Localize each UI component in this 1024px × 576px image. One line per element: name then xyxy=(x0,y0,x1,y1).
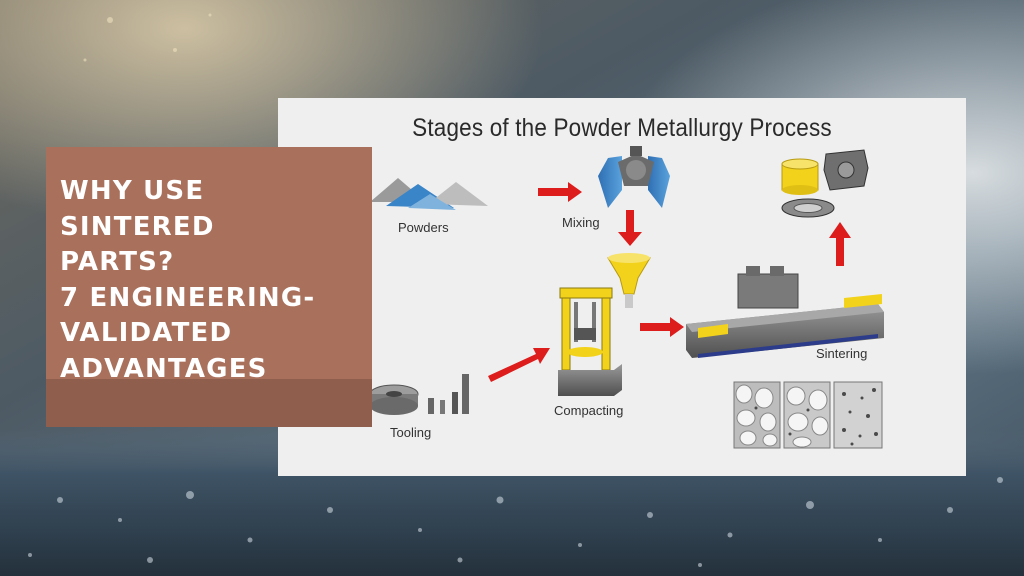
diagram-graphics xyxy=(369,146,884,449)
headline-line: 7 ENGINEERING- xyxy=(60,282,316,313)
funnel-icon xyxy=(607,253,651,308)
headline-panel: WHY USE SINTERED PARTS? 7 ENGINEERING- V… xyxy=(46,147,372,427)
arrow-mixing-down xyxy=(618,210,642,246)
microstructure-images xyxy=(733,381,883,449)
tooling-icon xyxy=(369,374,469,415)
headline-line: VALIDATED xyxy=(60,318,233,348)
diagram-title: Stages of the Powder Metallurgy Process xyxy=(412,114,832,142)
headline-line: WHY USE xyxy=(60,176,205,206)
label-powders: Powders xyxy=(398,220,449,235)
flow-arrows xyxy=(488,182,851,382)
arrow-sintering-up xyxy=(829,222,851,266)
label-sintering: Sintering xyxy=(816,346,868,361)
mixing-icon xyxy=(598,146,670,208)
compacting-press-icon xyxy=(558,287,622,396)
headline-line: ADVANTAGES xyxy=(60,353,268,384)
powders-icon xyxy=(370,178,488,210)
headline: WHY USE SINTERED PARTS? 7 ENGINEERING- V… xyxy=(60,174,370,387)
arrow-powders-to-mixing xyxy=(538,182,582,202)
label-mixing: Mixing xyxy=(562,215,600,230)
arrow-tooling-to-compacting xyxy=(488,348,550,382)
headline-panel-shade xyxy=(46,379,372,427)
arrow-compacting-to-sintering xyxy=(640,317,684,337)
label-compacting: Compacting xyxy=(554,403,624,418)
sintering-furnace-icon xyxy=(686,266,884,358)
sintered-parts-icon xyxy=(781,149,869,218)
headline-line: SINTERED xyxy=(60,211,215,242)
process-diagram: Stages of the Powder Metallurgy Process … xyxy=(278,98,966,476)
headline-line: PARTS? xyxy=(60,247,175,277)
label-tooling: Tooling xyxy=(390,425,432,440)
